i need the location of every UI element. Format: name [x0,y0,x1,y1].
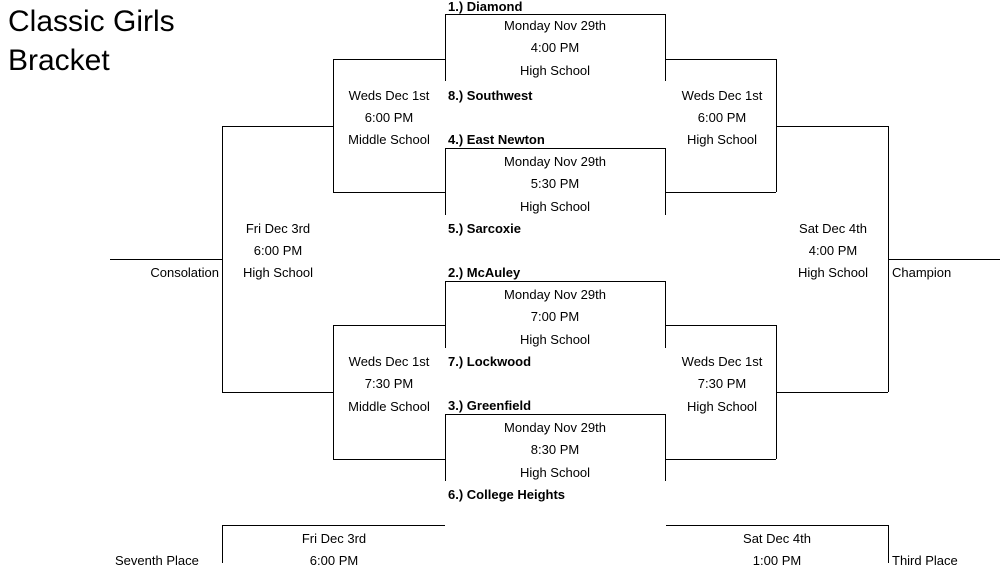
team-east-newton: 4.) East Newton [448,132,545,147]
game-date: Monday Nov 29th [504,420,606,435]
team-sarcoxie: 5.) Sarcoxie [448,221,521,236]
game-site: High School [519,465,591,480]
game-date: Fri Dec 3rd [245,221,311,236]
team-greenfield: 3.) Greenfield [448,398,532,413]
game-date: Weds Dec 1st [681,88,763,103]
game-site: High School [242,265,314,280]
game-site: Middle School [348,399,430,414]
title-line-1: Classic Girls [8,5,175,38]
line [888,525,889,563]
game-site: High School [797,265,869,280]
line [333,459,445,460]
line [333,59,334,192]
game-time: 7:30 PM [697,376,747,391]
game-site: High School [519,63,591,78]
game-time: 5:30 PM [530,176,580,191]
line [333,325,445,326]
line [110,259,222,260]
seventh-place-label: Seventh Place [115,553,199,568]
line [445,414,666,415]
game-time: 4:00 PM [808,243,858,258]
line [445,281,446,348]
third-place-label: Third Place [892,553,958,568]
game-site: High School [686,399,758,414]
line [445,14,666,15]
line [222,126,333,127]
line [333,59,445,60]
team-southwest: 8.) Southwest [448,88,533,103]
team-diamond: 1.) Diamond [448,0,523,14]
game-time: 6:00 PM [309,553,359,568]
line [333,325,334,459]
game-date: Monday Nov 29th [504,287,606,302]
team-lockwood: 7.) Lockwood [448,354,532,369]
line [665,281,666,348]
line [666,192,776,193]
title-line-2: Bracket [8,44,110,77]
line [445,148,666,149]
game-time: 1:00 PM [752,553,802,568]
line [665,414,666,481]
game-time: 8:30 PM [530,442,580,457]
line [666,525,888,526]
line [777,392,888,393]
game-time: 6:00 PM [697,110,747,125]
game-time: 7:30 PM [364,376,414,391]
game-site: Middle School [348,132,430,147]
line [776,59,777,192]
game-site: High School [686,132,758,147]
game-date: Weds Dec 1st [348,354,430,369]
page-title: Classic Girls Bracket [8,2,175,80]
champion-label: Champion [892,265,952,280]
game-date: Fri Dec 3rd [301,531,367,546]
game-date: Weds Dec 1st [681,354,763,369]
consolation-label: Consolation [150,265,219,280]
line [666,325,776,326]
game-date: Monday Nov 29th [504,18,606,33]
game-date: Weds Dec 1st [348,88,430,103]
line [445,414,446,481]
team-mcauley: 2.) McAuley [448,265,521,280]
line [666,459,776,460]
line [445,148,446,215]
game-date: Monday Nov 29th [504,154,606,169]
game-time: 6:00 PM [364,110,414,125]
line [665,148,666,215]
line [445,14,446,81]
line [222,525,223,563]
line [666,59,776,60]
team-college-heights: 6.) College Heights [448,487,566,502]
line [445,281,666,282]
game-date: Sat Dec 4th [743,531,811,546]
line [333,192,445,193]
line [777,126,888,127]
game-site: High School [519,332,591,347]
line [222,392,333,393]
game-time: 4:00 PM [530,40,580,55]
game-date: Sat Dec 4th [799,221,867,236]
line [776,325,777,459]
line [222,126,223,392]
line [222,525,445,526]
game-time: 7:00 PM [530,309,580,324]
game-site: High School [519,199,591,214]
line [888,259,1000,260]
game-time: 6:00 PM [253,243,303,258]
line [665,14,666,81]
